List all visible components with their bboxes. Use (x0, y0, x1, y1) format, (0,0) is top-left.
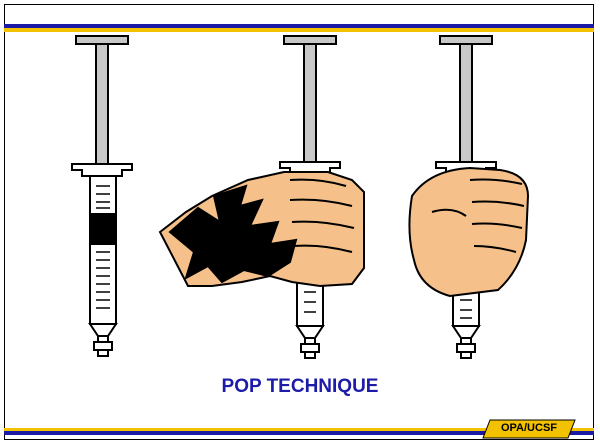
slide-title: POP TECHNIQUE (0, 376, 600, 398)
syringe-1 (72, 36, 132, 356)
gripping-hand (160, 172, 364, 286)
footer-badge: OPA/UCSF (482, 419, 576, 439)
fist (409, 168, 528, 296)
badge-label: OPA/UCSF (482, 422, 576, 434)
